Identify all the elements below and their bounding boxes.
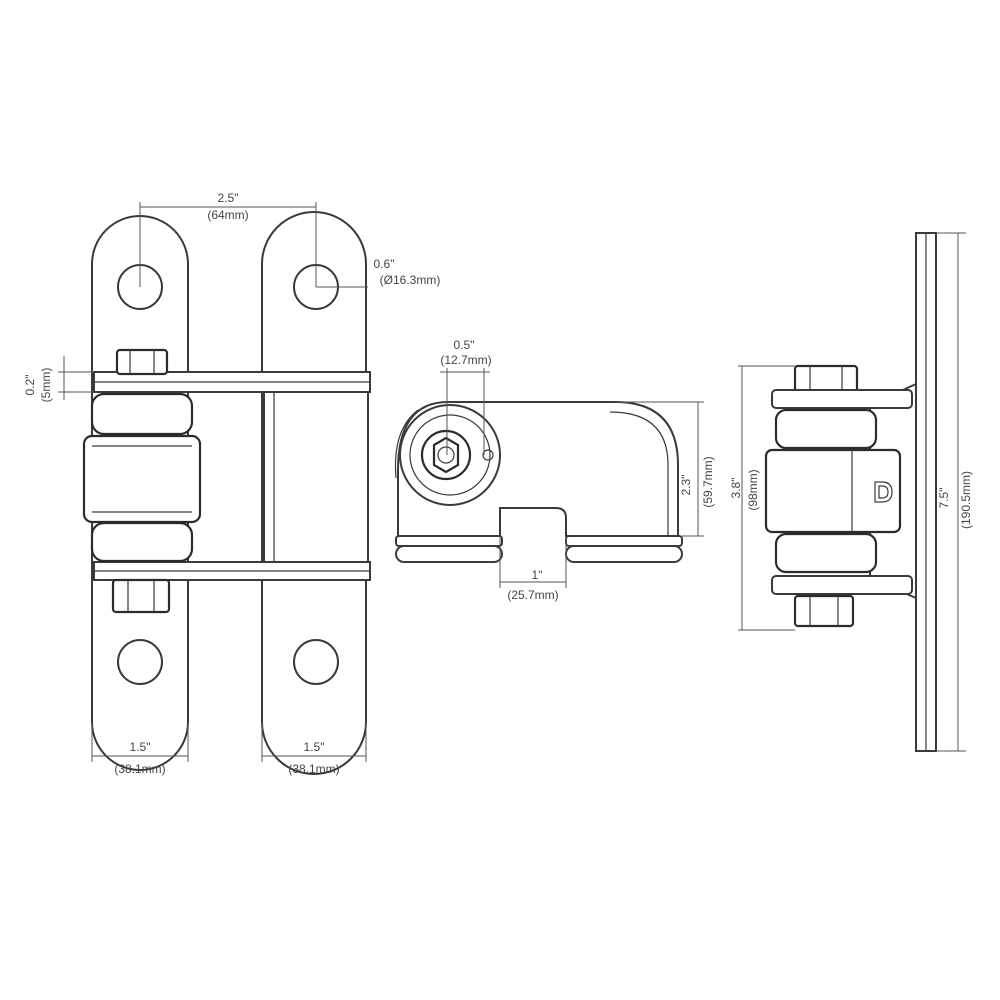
end-bottom-nut [793, 594, 855, 628]
front-view: 2.5" (64mm) 0.6" (Ø16.3mm) 0.2" (5mm) 1.… [23, 191, 440, 776]
overall-length-mm: (190.5mm) [959, 471, 973, 529]
left-width-mm: (38.1mm) [114, 762, 165, 776]
nut-size-inch: 0.5" [454, 338, 475, 352]
plate-thickness-mm: (5mm) [39, 368, 53, 403]
plate-thickness-inch: 0.2" [23, 375, 37, 396]
end-body-bottom [774, 532, 878, 574]
hole-diameter-inch: 0.6" [374, 257, 395, 271]
right-width-mm: (38.1mm) [288, 762, 339, 776]
overall-length-inch: 7.5" [937, 488, 951, 509]
body-bottom [90, 521, 194, 563]
right-width-inch: 1.5" [304, 740, 325, 754]
side-view: 0.5" (12.7mm) 1" (25.7mm) 2.3" (59.7mm) [394, 338, 715, 602]
end-top-plate [771, 389, 913, 409]
pin-spacing-mm: (64mm) [207, 208, 248, 222]
offset-mm: (25.7mm) [507, 588, 558, 602]
right-flange [565, 535, 683, 547]
hex-nut [432, 436, 460, 474]
end-view: 3.8" (98mm) 7.5" (190.5mm) [729, 232, 973, 752]
hole-diameter-mm: (Ø16.3mm) [380, 273, 441, 287]
end-body-sleeve [764, 448, 902, 534]
end-top-nut [793, 364, 859, 394]
left-width-inch: 1.5" [130, 740, 151, 754]
body-sleeve [82, 434, 202, 524]
left-flange-lip [395, 545, 503, 563]
end-body-top [774, 408, 878, 450]
bracket-frame [263, 379, 369, 577]
end-bottom-plate [771, 575, 913, 595]
right-bottom-hole [293, 639, 339, 685]
bottom-nut [111, 578, 171, 614]
body-height-mm: (98mm) [746, 469, 760, 510]
pin-spacing-inch: 2.5" [218, 191, 239, 205]
body-height-inch: 3.8" [729, 478, 743, 499]
right-flange-lip [565, 545, 683, 563]
top-nut [115, 348, 169, 376]
offset-inch: 1" [532, 568, 543, 582]
left-flange [395, 535, 503, 547]
left-bottom-hole [117, 639, 163, 685]
logo-d-icon [874, 481, 893, 503]
height-inch: 2.3" [679, 475, 693, 496]
nut-size-mm: (12.7mm) [440, 353, 491, 367]
body-top [90, 392, 194, 436]
height-mm: (59.7mm) [701, 456, 715, 507]
